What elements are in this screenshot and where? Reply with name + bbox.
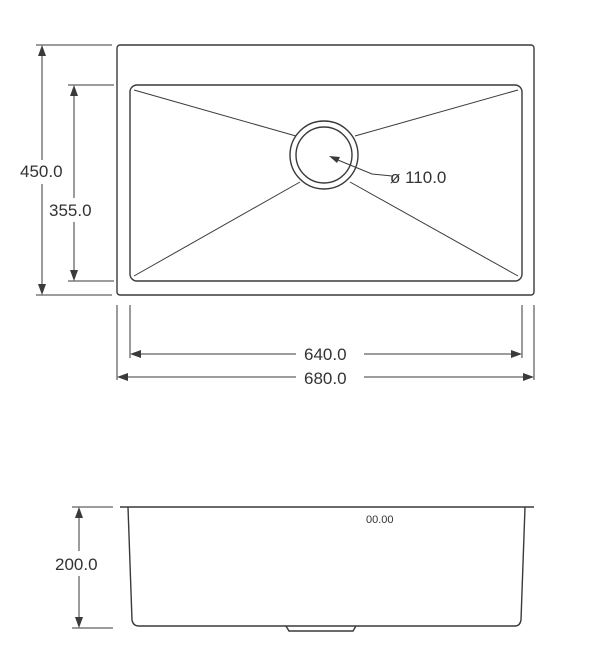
dim-arrow-640-right bbox=[511, 350, 522, 358]
sink-inner-basin bbox=[129, 84, 523, 282]
drain-leader-line bbox=[332, 157, 393, 177]
inner-height-label: 355.0 bbox=[49, 201, 92, 220]
dim-arrow-450-top bbox=[38, 45, 46, 56]
dim-arrow-640-left bbox=[130, 350, 141, 358]
side-view-label: 00.00 bbox=[366, 514, 394, 526]
outer-height-label: 450.0 bbox=[20, 162, 63, 181]
drain-inner-ring bbox=[295, 126, 353, 184]
depth-label: 200.0 bbox=[55, 555, 98, 574]
dim-arrow-355-bottom bbox=[70, 270, 78, 281]
sink-outer-outline bbox=[116, 44, 535, 296]
drain-diameter-label: ø 110.0 bbox=[390, 168, 446, 187]
dim-arrow-450-bottom bbox=[38, 284, 46, 295]
side-view: 00.00 200.0 bbox=[55, 506, 534, 632]
drain-leader-arrow bbox=[329, 156, 340, 163]
dim-arrow-680-right bbox=[523, 373, 534, 381]
fold-line-top-left bbox=[133, 89, 297, 137]
fold-line-bottom-left bbox=[133, 181, 301, 277]
top-view: ø 110.0 450.0 355.0 640.0 680.0 bbox=[20, 44, 535, 388]
fold-line-bottom-right bbox=[349, 181, 519, 277]
inner-width-label: 640.0 bbox=[304, 345, 347, 364]
dim-arrow-680-left bbox=[117, 373, 128, 381]
sink-side-profile bbox=[127, 506, 526, 627]
drain-outer-ring bbox=[289, 120, 359, 190]
dim-arrow-200-bottom bbox=[75, 617, 83, 628]
outer-width-label: 680.0 bbox=[304, 369, 347, 388]
dim-arrow-355-top bbox=[70, 85, 78, 96]
drain-stub bbox=[285, 625, 357, 632]
dim-arrow-200-top bbox=[75, 507, 83, 518]
fold-line-top-right bbox=[354, 89, 519, 137]
